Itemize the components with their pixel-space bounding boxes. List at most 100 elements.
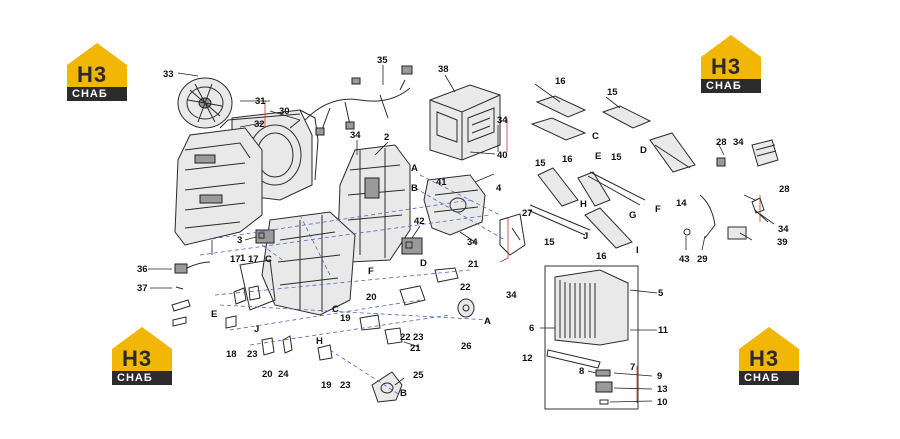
callout: F xyxy=(368,266,374,277)
callout: 25 xyxy=(413,370,424,381)
callout: 7 xyxy=(630,362,635,373)
callout: B xyxy=(400,388,407,399)
callout: A xyxy=(484,316,491,327)
callout: 27 xyxy=(522,208,533,219)
actuator-42 xyxy=(401,237,423,255)
callout: 41 xyxy=(436,177,447,188)
small-parts-37 xyxy=(171,286,191,327)
callout: 18 xyxy=(226,349,237,360)
sensor-36 xyxy=(174,261,211,274)
callout: 34 xyxy=(497,115,508,126)
lower-duct xyxy=(239,211,356,316)
callout: 37 xyxy=(137,283,148,294)
callout: 34 xyxy=(350,130,361,141)
wire-harness xyxy=(289,65,413,136)
callout: 21 xyxy=(410,343,421,354)
callout: 15 xyxy=(611,152,622,163)
callout: 26 xyxy=(461,341,472,352)
logo-house-icon xyxy=(67,43,127,101)
callout: 34 xyxy=(733,137,744,148)
callout: A xyxy=(411,163,418,174)
callout: 21 xyxy=(468,259,479,270)
callout: 1 xyxy=(240,253,246,264)
logo-house-icon xyxy=(739,327,799,385)
small-right-parts xyxy=(683,157,769,240)
callout: E xyxy=(211,309,217,320)
callout: 43 xyxy=(679,254,690,265)
callout-labels: 33 31 30 32 35 38 34 2 1 3 36 37 17 17 C… xyxy=(137,55,790,408)
callout: I xyxy=(636,245,639,256)
logo-mark: H3 xyxy=(77,62,108,87)
callout: 42 xyxy=(414,216,425,227)
logo-top-right: H3 СНАБ xyxy=(697,33,767,95)
callout: 32 xyxy=(254,119,265,130)
callout: 15 xyxy=(544,237,555,248)
logo-mark: H3 xyxy=(711,54,742,79)
callout: E xyxy=(595,151,601,162)
callout: 23 xyxy=(413,332,424,343)
callout: 8 xyxy=(579,366,584,377)
actuator-3 xyxy=(255,229,275,244)
callout: B xyxy=(411,183,418,194)
blower-fan xyxy=(177,77,233,129)
callout: H xyxy=(580,199,587,210)
callout: 23 xyxy=(247,349,258,360)
callout: 34 xyxy=(506,290,517,301)
callout: 4 xyxy=(496,183,502,194)
callout: D xyxy=(420,258,427,269)
callout: 31 xyxy=(255,96,266,107)
assembly-lines xyxy=(199,174,506,396)
callout: F xyxy=(655,204,661,215)
callout: 34 xyxy=(778,224,789,235)
callout: 15 xyxy=(535,158,546,169)
logo-word: СНАБ xyxy=(744,372,780,384)
callout: 19 xyxy=(321,380,332,391)
callout: 23 xyxy=(340,380,351,391)
vent-outlet xyxy=(751,139,779,167)
callout: 6 xyxy=(529,323,534,334)
clips-left xyxy=(225,285,333,361)
callout: 35 xyxy=(377,55,388,66)
callout: 20 xyxy=(262,369,273,380)
callout: 33 xyxy=(163,69,174,80)
bottom-mount xyxy=(371,371,403,403)
logo-word: СНАБ xyxy=(117,372,153,384)
callout: 17 xyxy=(230,254,241,265)
callout: 22 xyxy=(400,332,411,343)
callout: 29 xyxy=(697,254,708,265)
link-27 xyxy=(499,213,526,256)
callout: 34 xyxy=(467,237,478,248)
callout: 11 xyxy=(658,325,669,336)
logo-bottom-right: H3 СНАБ xyxy=(735,325,805,387)
callout: 30 xyxy=(279,106,290,117)
callout: 13 xyxy=(657,384,668,395)
door-assembly xyxy=(423,174,486,236)
callout: 17 xyxy=(248,254,259,265)
callout: G xyxy=(629,210,636,221)
logo-word: СНАБ xyxy=(706,80,742,92)
callout: 16 xyxy=(555,76,566,87)
main-housing-left xyxy=(174,113,301,246)
callout: C xyxy=(332,304,339,315)
callout: 40 xyxy=(497,150,508,161)
evaporator-box xyxy=(544,265,639,410)
logo-house-icon xyxy=(112,327,172,385)
callout: 14 xyxy=(676,198,687,209)
logo-mark: H3 xyxy=(749,346,780,371)
callout: 12 xyxy=(522,353,533,364)
callout: 28 xyxy=(779,184,790,195)
callout: 16 xyxy=(562,154,573,165)
callout: 19 xyxy=(340,313,351,324)
callout: C xyxy=(592,131,599,142)
callout: 3 xyxy=(237,235,242,246)
callout: 24 xyxy=(278,369,289,380)
callout: 36 xyxy=(137,264,148,275)
callout: 5 xyxy=(658,288,664,299)
callout: 22 xyxy=(460,282,471,293)
callout: 15 xyxy=(607,87,618,98)
rods xyxy=(359,267,459,345)
logo-house-icon xyxy=(701,35,761,93)
callout: 28 xyxy=(716,137,727,148)
